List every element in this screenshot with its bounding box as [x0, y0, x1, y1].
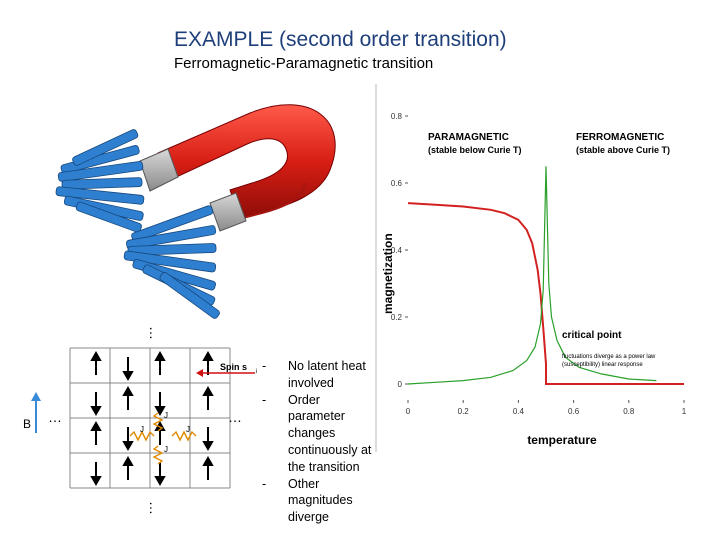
spin-arrows [90, 350, 214, 487]
x-axis-label: temperature [527, 433, 597, 447]
x-tick-label: 0.6 [568, 407, 580, 416]
field-label: B [23, 417, 31, 431]
ferromagnetic-sublabel: (stable above Curie T) [576, 145, 670, 155]
critical-point-label: critical point [562, 330, 622, 341]
spin-label: Spin s [220, 362, 247, 372]
spin-lattice-diagram: J J J J … … … … B Spin s i [23, 326, 257, 515]
magnetization-chart: 0 0.2 0.4 0.6 0.8 0 0.2 0.4 0.6 0.8 1 magnetizatio… [372, 80, 710, 452]
x-tick-label: 0.2 [458, 407, 470, 416]
horseshoe-magnet-illustration [55, 104, 336, 319]
list-item: - Other magnitudes diverge [262, 476, 380, 526]
x-tick-label: 0.8 [623, 407, 635, 416]
list-item: - No latent heat involved [262, 358, 380, 392]
lattice-ellipsis-top: … [147, 326, 163, 340]
list-item: - Order parameter changes continuously a… [262, 392, 380, 476]
fluctuations-label: fluctuations diverge as a power law [562, 354, 656, 360]
field-arrow: B [23, 392, 41, 433]
bullet-dash: - [262, 476, 267, 491]
slide-subtitle: Ferromagnetic-Paramagnetic transition [174, 55, 434, 72]
x-tick-label: 1 [682, 407, 687, 416]
coupling-label: J [164, 411, 168, 420]
y-axis-label: magnetization [381, 233, 395, 314]
spin-label-subscript: i [256, 369, 257, 375]
chart-axes: 0 0.2 0.4 0.6 0.8 0 0.2 0.4 0.6 0.8 1 [391, 112, 687, 416]
spin-label-callout: Spin s i [196, 362, 257, 377]
bullet-text: Order parameter changes continuously at … [288, 392, 372, 474]
bullet-dash: - [262, 392, 267, 407]
coupling-label: J [140, 425, 144, 434]
y-tick-label: 0.2 [391, 313, 403, 322]
bullet-dash: - [262, 359, 267, 373]
x-tick-label: 0.4 [513, 407, 525, 416]
paramagnetic-sublabel: (stable below Curie T) [428, 145, 522, 155]
y-tick-label: 0.6 [391, 179, 403, 188]
chart-series [407, 166, 684, 385]
series-line-0 [407, 202, 684, 385]
bullet-text: No latent heat involved [288, 359, 366, 390]
y-tick-label: 0.8 [391, 112, 403, 121]
lattice-ellipsis-right: … [228, 409, 242, 425]
slide-title: EXAMPLE (second order transition) [174, 28, 507, 51]
ferromagnetic-label: FERROMAGNETIC [576, 132, 664, 143]
lattice-ellipsis-left: … [48, 409, 62, 425]
y-tick-label: 0.4 [391, 246, 403, 255]
y-tick-label: 0 [398, 380, 403, 389]
series-line-1 [407, 166, 657, 385]
bullet-list: - No latent heat involved - Order parame… [262, 358, 380, 526]
lattice-ellipsis-bottom: … [147, 501, 163, 515]
x-tick-label: 0 [406, 407, 411, 416]
coupling-label: J [164, 445, 168, 454]
coupling-label: J [186, 425, 190, 434]
coupling-springs [129, 412, 197, 465]
bullet-text: Other magnitudes diverge [288, 476, 353, 525]
paramagnetic-label: PARAMAGNETIC [428, 132, 509, 143]
fluctuations-sublabel: (susceptibility) linear response [562, 362, 643, 368]
